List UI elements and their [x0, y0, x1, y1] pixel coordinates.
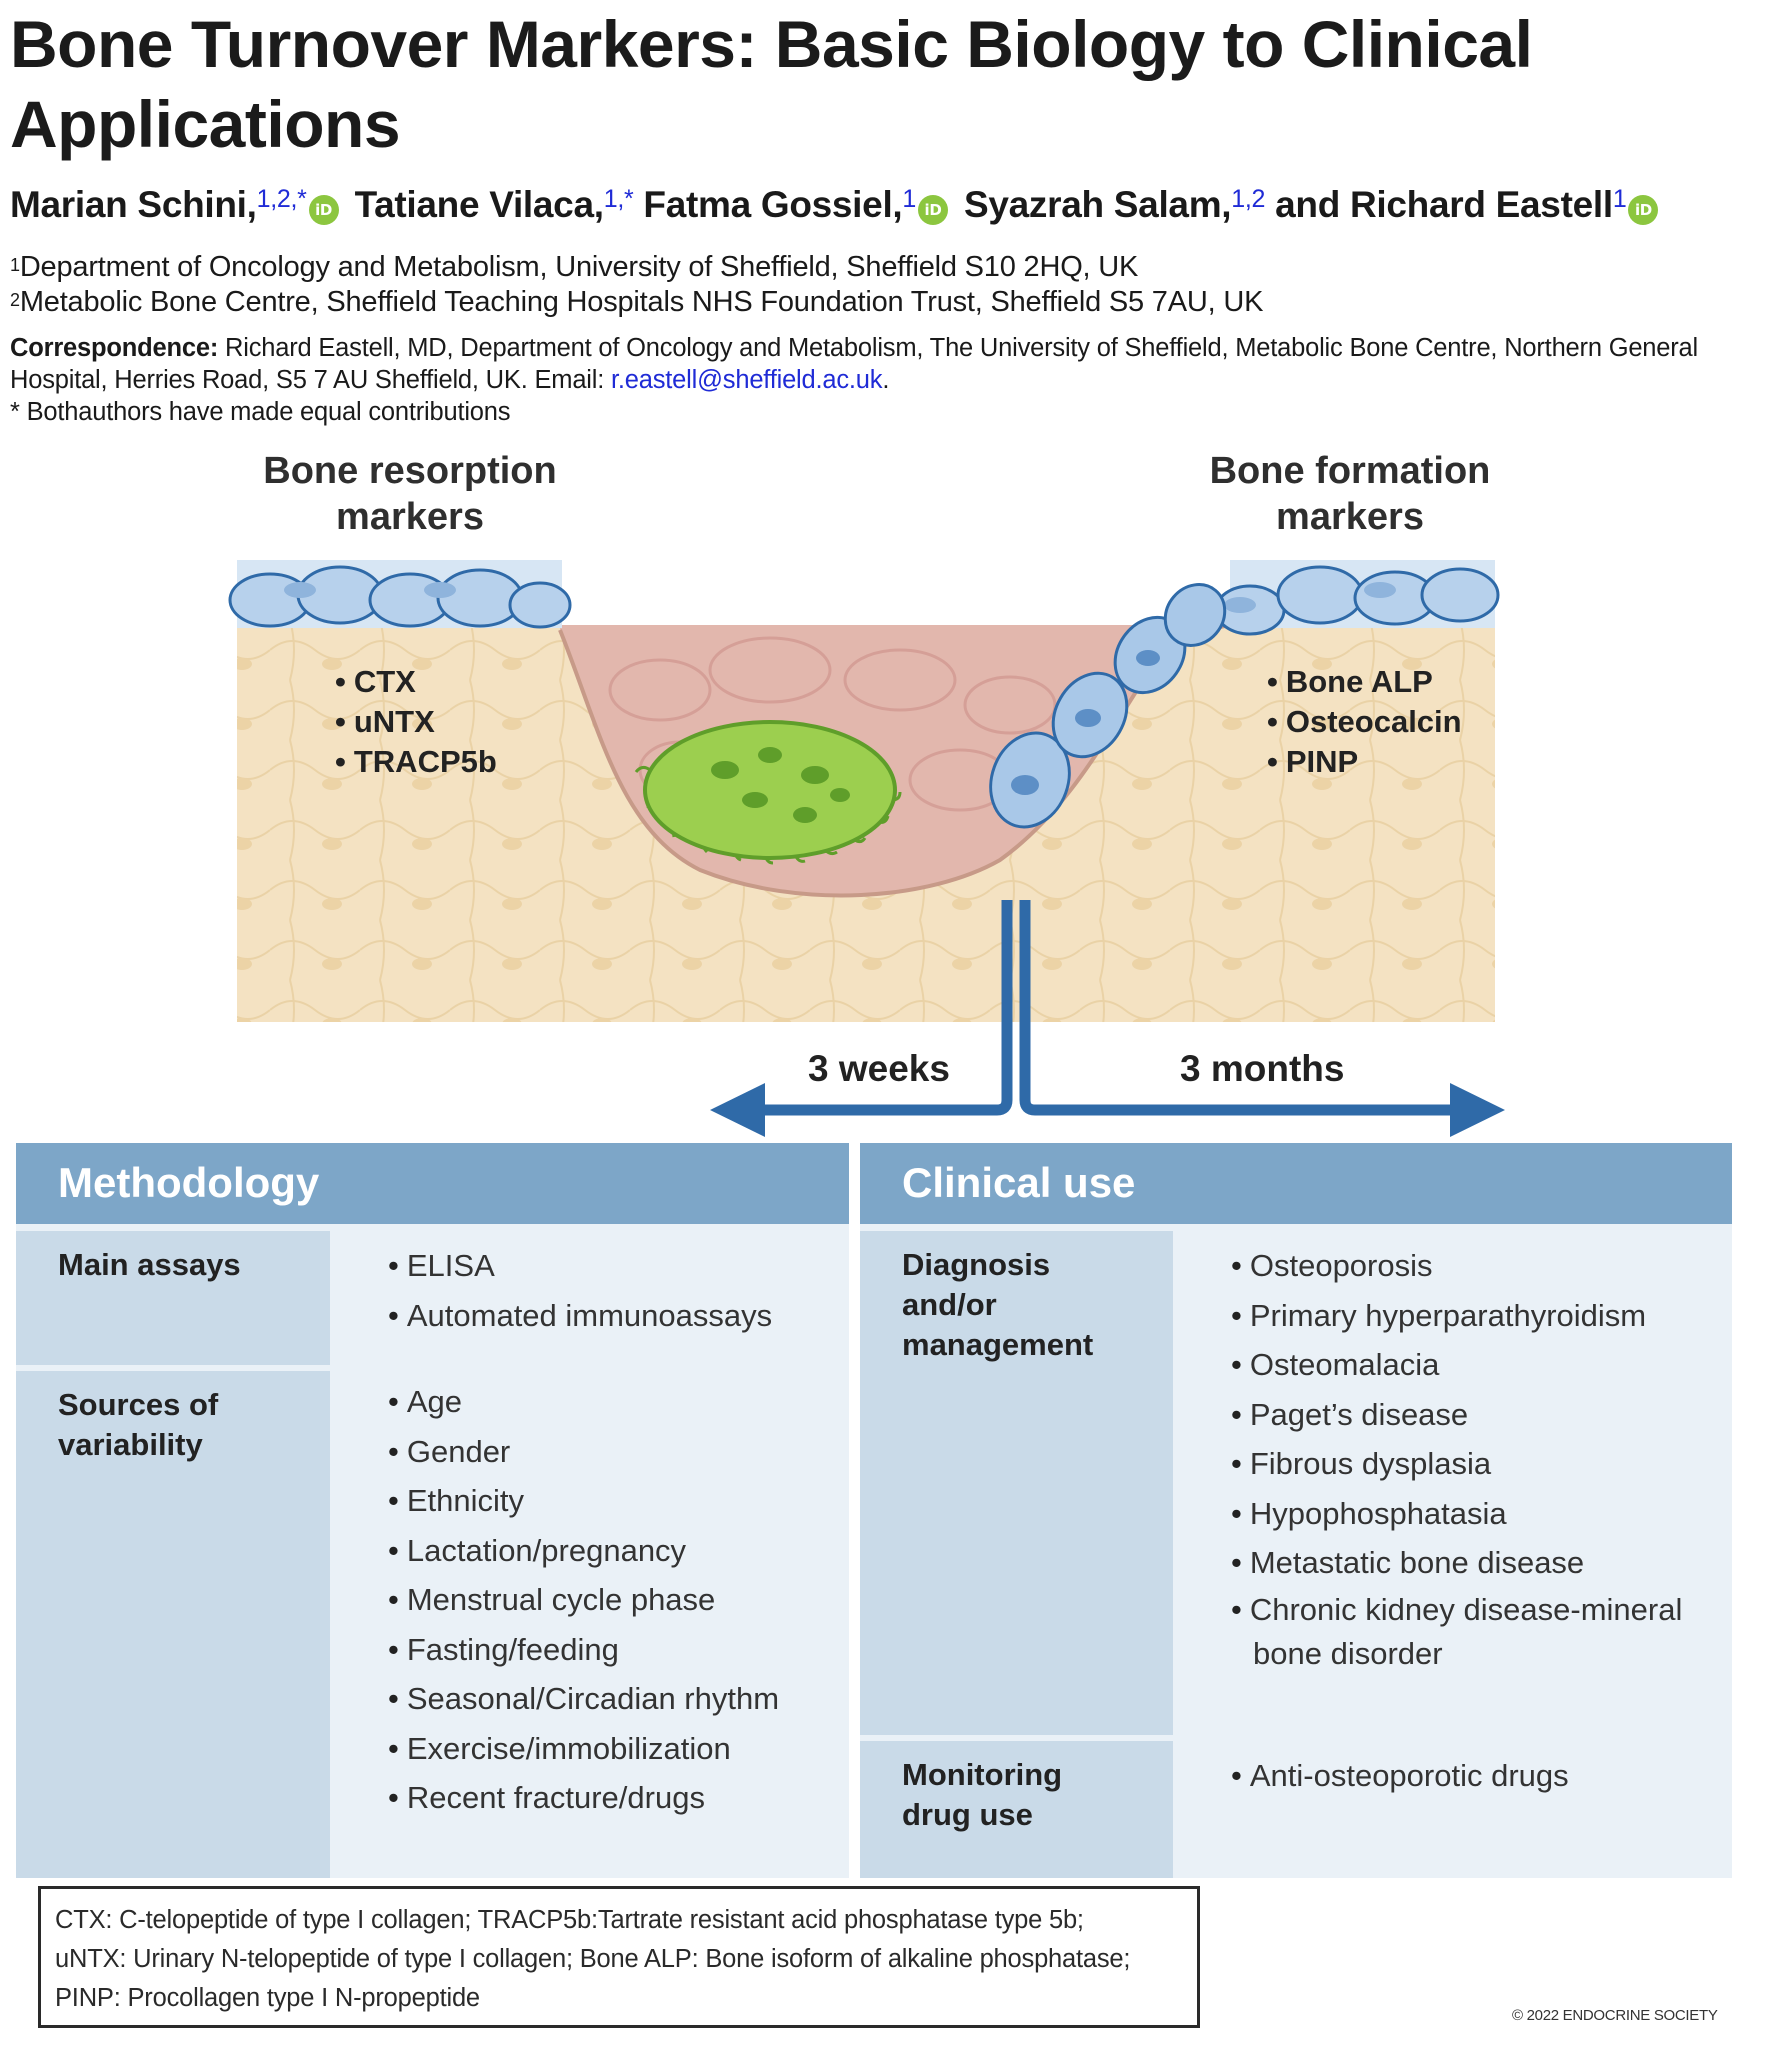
affiliation-text: Metabolic Bone Centre, Sheffield Teachin… — [19, 286, 1264, 318]
row-items: Osteoporosis Primary hyperparathyroidism… — [1179, 1231, 1732, 1735]
formation-markers-heading: Bone formation markers — [1180, 448, 1520, 540]
list-item: Fasting/feeding — [388, 1625, 849, 1675]
affiliation-1: 1Department of Oncology and Metabolism, … — [10, 250, 1138, 284]
marker-item: PINP — [1267, 742, 1462, 782]
author-name: Syazrah Salam, — [964, 184, 1232, 225]
row-items: ELISA Automated immunoassays — [336, 1231, 849, 1365]
list-item: Recent fracture/drugs — [388, 1773, 849, 1823]
orcid-icon[interactable]: iD — [1628, 195, 1659, 225]
heading-line: Bone formation — [1209, 450, 1491, 492]
author-affil-sup: 1 — [1612, 185, 1627, 213]
correspondence: Correspondence: Richard Eastell, MD, Dep… — [10, 332, 1750, 396]
clinical-use-header: Clinical use — [860, 1143, 1732, 1224]
author-affil-sup: 1,2,* — [256, 185, 307, 213]
bone-remodeling-drawing — [228, 560, 1505, 1137]
methodology-table: Methodology Main assays ELISA Automated … — [16, 1143, 849, 1878]
list-item: Automated immunoassays — [388, 1291, 849, 1341]
resorption-marker-list: CTX uNTX TRACP5b — [335, 662, 497, 782]
author-name: Tatiane Vilaca, — [354, 184, 604, 225]
row-label: Diagnosis and/or management — [860, 1231, 1173, 1735]
correspondence-text: Richard Eastell, MD, Department of Oncol… — [10, 334, 1699, 394]
paper-title: Bone Turnover Markers: Basic Biology to … — [10, 7, 1533, 161]
list-item: Lactation/pregnancy — [388, 1526, 849, 1576]
list-item: Chronic kidney disease-mineral bone diso… — [1231, 1588, 1693, 1676]
author-name: Marian Schini, — [10, 184, 257, 225]
table-row: Diagnosis and/or management Osteoporosis… — [860, 1231, 1732, 1735]
marker-item: Bone ALP — [1267, 662, 1462, 702]
affiliation-text: Department of Oncology and Metabolism, U… — [19, 251, 1139, 283]
list-item: ELISA — [388, 1241, 849, 1291]
list-item: Fibrous dysplasia — [1231, 1439, 1732, 1489]
author-list: Marian Schini,1,2,*iD Tatiane Vilaca,1,*… — [10, 178, 1770, 232]
list-item: Gender — [388, 1427, 849, 1477]
list-item: Metastatic bone disease — [1231, 1538, 1732, 1588]
list-item: Primary hyperparathyroidism — [1231, 1291, 1732, 1341]
list-item: Ethnicity — [388, 1476, 849, 1526]
marker-item: Osteocalcin — [1267, 702, 1462, 742]
abbreviation-line: PINP: Procollagen type I N-propeptide — [55, 1984, 480, 2012]
bone-remodeling-illustration: Bone resorption markers CTX uNTX TRACP5b… — [0, 440, 1774, 1140]
resorption-duration-label: 3 weeks — [808, 1048, 950, 1089]
formation-duration-label: 3 months — [1180, 1048, 1345, 1089]
list-item: Anti-osteoporotic drugs — [1231, 1751, 1732, 1801]
list-item: Osteoporosis — [1231, 1241, 1732, 1291]
timeline-arrows — [710, 900, 1505, 1137]
author-affil-sup: 1,* — [603, 185, 634, 213]
marker-item: CTX — [335, 662, 497, 702]
author-affil-sup: 1 — [902, 185, 917, 213]
row-label: Main assays — [16, 1231, 330, 1365]
abbreviation-box: CTX: C-telopeptide of type I collagen; T… — [38, 1886, 1200, 2028]
email-link[interactable]: r.eastell@sheffield.ac.uk — [611, 366, 883, 394]
author-affil-sup: 1,2 — [1231, 185, 1266, 213]
heading-line: Bone resorption — [263, 450, 557, 492]
list-item: Menstrual cycle phase — [388, 1575, 849, 1625]
formation-marker-list: Bone ALP Osteocalcin PINP — [1267, 662, 1462, 782]
row-label: Sources of variability — [16, 1371, 330, 1878]
affiliation-number: 1 — [10, 255, 20, 275]
resorption-markers-heading: Bone resorption markers — [240, 448, 580, 540]
table-row: Monitoring drug use Anti-osteoporotic dr… — [860, 1741, 1732, 1878]
methodology-header: Methodology — [16, 1143, 849, 1224]
author-name: and Richard Eastell — [1275, 184, 1613, 225]
heading-line: markers — [336, 496, 484, 538]
list-item: Paget’s disease — [1231, 1390, 1732, 1440]
list-item: Exercise/immobilization — [388, 1724, 849, 1774]
list-item: Seasonal/Circadian rhythm — [388, 1674, 849, 1724]
clinical-use-table: Clinical use Diagnosis and/or management… — [860, 1143, 1732, 1878]
methodology-title: Methodology — [58, 1159, 320, 1206]
row-items: Anti-osteoporotic drugs — [1179, 1741, 1732, 1878]
lining-cells-left — [228, 560, 572, 629]
marker-item: TRACP5b — [335, 742, 497, 782]
affiliation-2: 2Metabolic Bone Centre, Sheffield Teachi… — [10, 285, 1263, 319]
orcid-icon[interactable]: iD — [308, 195, 339, 225]
author-name: Fatma Gossiel, — [643, 184, 903, 225]
affiliation-number: 2 — [10, 290, 20, 310]
row-items: Age Gender Ethnicity Lactation/pregnancy… — [336, 1371, 849, 1878]
list-item: Hypophosphatasia — [1231, 1489, 1732, 1539]
osteoblast-cells — [989, 583, 1227, 829]
marker-item: uNTX — [335, 702, 497, 742]
correspondence-end: . — [882, 366, 890, 394]
orcid-icon[interactable]: iD — [918, 195, 949, 225]
correspondence-label: Correspondence: — [10, 334, 219, 362]
clinical-use-title: Clinical use — [902, 1159, 1136, 1206]
lining-cells-right — [1214, 560, 1500, 636]
list-item: Osteomalacia — [1231, 1340, 1732, 1390]
abbreviation-line: CTX: C-telopeptide of type I collagen; T… — [55, 1906, 1084, 1934]
osteoclast-cell — [634, 720, 902, 865]
table-row: Main assays ELISA Automated immunoassays — [16, 1231, 849, 1365]
copyright-notice: © 2022 ENDOCRINE SOCIETY — [1512, 2007, 1718, 2024]
list-item: Age — [388, 1377, 849, 1427]
abbreviation-line: uNTX: Urinary N-telopeptide of type I co… — [55, 1945, 1131, 1973]
heading-line: markers — [1276, 496, 1424, 538]
table-row: Sources of variability Age Gender Ethnic… — [16, 1371, 849, 1878]
equal-contribution-note: * Bothauthors have made equal contributi… — [10, 398, 511, 426]
row-label: Monitoring drug use — [860, 1741, 1173, 1878]
